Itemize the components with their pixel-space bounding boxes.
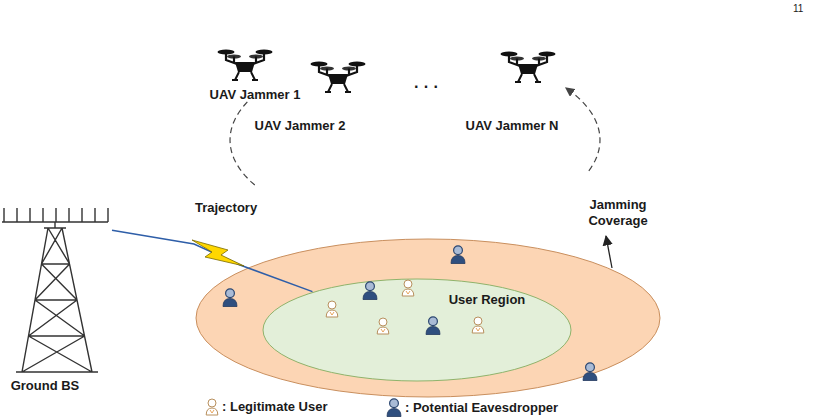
wireless-link (112, 230, 312, 291)
eavesdropper-icon (223, 289, 237, 307)
uav-drone-icon (501, 52, 556, 82)
user-region-ellipse (263, 279, 571, 381)
uav-drone-icon (311, 62, 366, 92)
legend-text: : Potential Eavesdropper (405, 400, 558, 416)
node-label: Ground BS (0, 378, 90, 394)
eavesdropper-icon (363, 282, 377, 300)
user-icon (402, 280, 414, 296)
node-label: UAV Jammer 1 (205, 87, 305, 103)
node-label: User Region (442, 292, 532, 308)
node-label: UAV Jammer 2 (245, 118, 355, 134)
jamming-coverage-region-ellipse (196, 239, 660, 397)
legend-icon (205, 398, 219, 416)
node-label: Trajectory (195, 200, 275, 216)
node-label: Jamming Coverage (573, 197, 663, 229)
antenna-panel (2, 208, 108, 222)
trajectory-arc (567, 88, 600, 170)
eavesdropper-icon (583, 363, 597, 381)
ellipsis-mark: · · · (414, 78, 439, 96)
user-icon (377, 318, 389, 334)
ground-base-station: Ground BS (0, 205, 112, 400)
legend-entry: : Potential Eavesdropper (386, 398, 558, 417)
eavesdropper-icon (426, 317, 440, 335)
user-icon (326, 301, 338, 317)
user-region-outline (262, 278, 572, 382)
node-label: UAV Jammer N (462, 118, 562, 134)
base-station-tower (2, 208, 108, 372)
uav-jammer: UAV Jammer N (462, 48, 562, 136)
uav-jammer: UAV Jammer 1 (205, 45, 305, 105)
uav-drone-icon (218, 50, 273, 80)
user-icon (472, 317, 484, 333)
legend-symbol (206, 399, 218, 415)
eavesdropper-icon (451, 246, 465, 264)
user-region: User Region (262, 278, 572, 382)
trajectory-arc (230, 102, 255, 185)
tower-lattice (16, 222, 98, 372)
legend-icon (386, 398, 402, 417)
coverage-arrow (606, 236, 612, 268)
uav-jammer: UAV Jammer 2 (245, 58, 355, 136)
legend-entry: : Legitimate User (205, 398, 327, 416)
legend-text: : Legitimate User (222, 399, 327, 415)
page-number: 11 (793, 3, 803, 14)
legend-symbol (387, 399, 401, 417)
lightning-bolt (192, 240, 244, 266)
trajectory-path-outline (230, 50, 600, 230)
trajectory-path: TrajectoryUAV Jammer 1UAV Jammer 2UAV Ja… (230, 50, 600, 230)
